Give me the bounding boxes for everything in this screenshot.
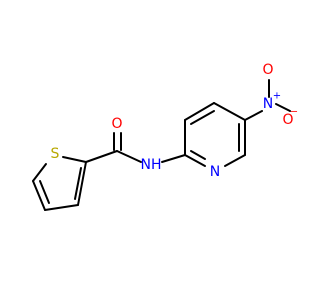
bond-c3-c4 [44, 204, 79, 211]
atom-nitro-o-top: O [262, 62, 273, 78]
nitro-o-charge: − [290, 107, 298, 118]
atom-pyridine-n: N [210, 164, 220, 180]
atom-nitro-o-right: O [282, 112, 293, 128]
nitro-n-charge: + [273, 91, 281, 102]
bond-nitro-o-right [275, 103, 291, 112]
bond-c5py-nitro [244, 110, 263, 121]
atom-carbonyl-oxygen: O [111, 116, 122, 132]
bond-c3py-c4py-inner [190, 110, 215, 125]
bond-c2-c3 [77, 161, 87, 206]
atom-nitro-n: N [263, 96, 273, 112]
atom-sulfur: S [51, 146, 60, 162]
bond-n-c2py [184, 154, 206, 167]
bond-c2-carbonyl [85, 150, 118, 163]
bond-c4py-c5py [213, 102, 246, 121]
bond-s-c2 [62, 156, 87, 163]
molecule-canvas: S O NH N N + O O − [32, 62, 299, 211]
bond-c6py-n [224, 154, 246, 167]
bond-c2-c3-inner [74, 167, 82, 200]
bond-c5-s [32, 163, 47, 182]
structure-drawing: S O NH N N + O O − [32, 62, 298, 211]
atom-amide-nh: NH [141, 157, 162, 173]
bond-n-c2py-inner [190, 150, 206, 160]
bond-c4-c5 [32, 180, 46, 211]
bond-nh-c2py [161, 154, 186, 163]
bond-c4-c5-inner [39, 180, 50, 204]
bond-c3py-c4py [184, 102, 215, 121]
bond-carbonyl-nh [116, 150, 142, 163]
